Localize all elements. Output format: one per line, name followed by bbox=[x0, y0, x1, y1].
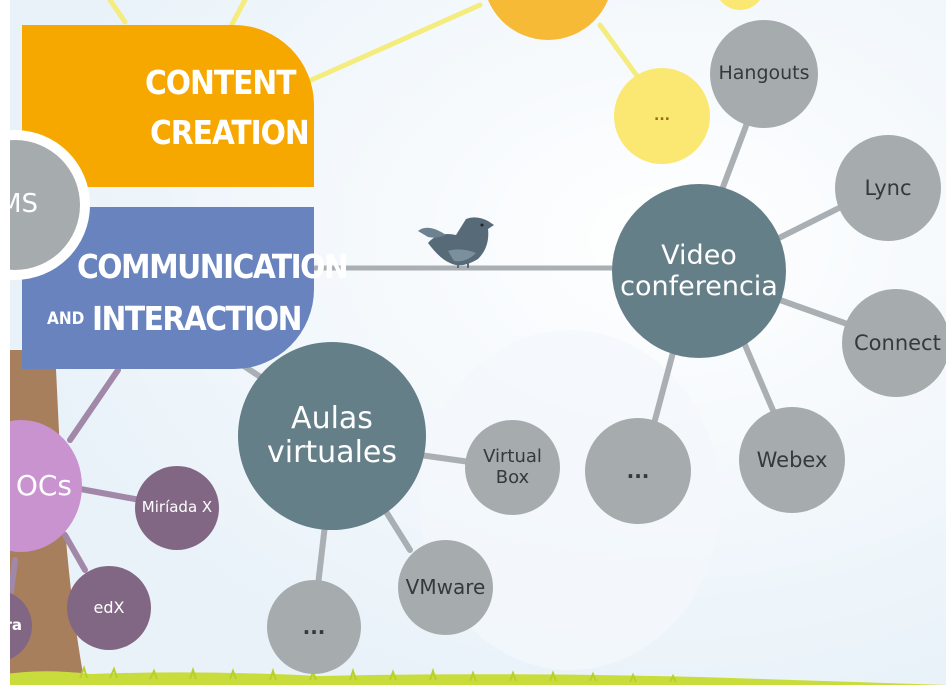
virtualbox-node[interactable]: Virtual Box bbox=[465, 420, 560, 515]
bird-icon bbox=[418, 217, 494, 268]
aulas-virtuales-hub[interactable]: Aulas virtuales bbox=[238, 342, 426, 530]
hangouts-label: Hangouts bbox=[718, 62, 810, 85]
more-aulas-tools-label: ... bbox=[302, 614, 326, 639]
video-conferencia-hub[interactable]: Video conferencia bbox=[612, 184, 786, 358]
content-creation-line2: CREATION bbox=[150, 113, 310, 152]
more-video-tools-node[interactable]: ... bbox=[585, 418, 691, 524]
webex-node[interactable]: Webex bbox=[739, 407, 845, 513]
more-content-tools-node[interactable]: ... bbox=[614, 68, 710, 164]
vmware-label: VMware bbox=[405, 575, 486, 599]
grass bbox=[0, 664, 946, 685]
moocs-hub-label: OCs bbox=[15, 468, 72, 502]
webex-label: Webex bbox=[756, 447, 828, 472]
aulas-virtuales-label: Aulas virtuales bbox=[266, 400, 397, 470]
content-creation-line1: CONTENT bbox=[145, 63, 297, 102]
virtualbox-label: Virtual Box bbox=[483, 445, 542, 488]
hangouts-node[interactable]: Hangouts bbox=[710, 20, 818, 128]
video-conferencia-label: Video conferencia bbox=[620, 239, 778, 302]
miriada-x-label: Miríada X bbox=[141, 498, 213, 517]
connect-node[interactable]: Connect bbox=[842, 289, 946, 397]
more-content-tools-label: ... bbox=[654, 107, 670, 124]
more-video-tools-label: ... bbox=[626, 458, 650, 483]
lync-node[interactable]: Lync bbox=[835, 135, 941, 241]
communication-banner[interactable]: COMMUNICATION AND INTERACTION bbox=[22, 207, 349, 369]
lync-label: Lync bbox=[864, 175, 912, 200]
vmware-node[interactable]: VMware bbox=[398, 540, 493, 635]
communication-and: AND bbox=[47, 309, 85, 329]
edx-node[interactable]: edX bbox=[67, 566, 151, 650]
communication-line2: INTERACTION bbox=[92, 299, 302, 338]
left-edge bbox=[0, 0, 10, 685]
communication-line1: COMMUNICATION bbox=[77, 247, 349, 286]
more-aulas-tools-node[interactable]: ... bbox=[267, 580, 361, 674]
yellow-top-partial[interactable] bbox=[715, 0, 765, 10]
connect-label: Connect bbox=[854, 330, 941, 355]
edx-label: edX bbox=[93, 597, 125, 617]
miriada-x-node[interactable]: Miríada X bbox=[135, 466, 219, 550]
